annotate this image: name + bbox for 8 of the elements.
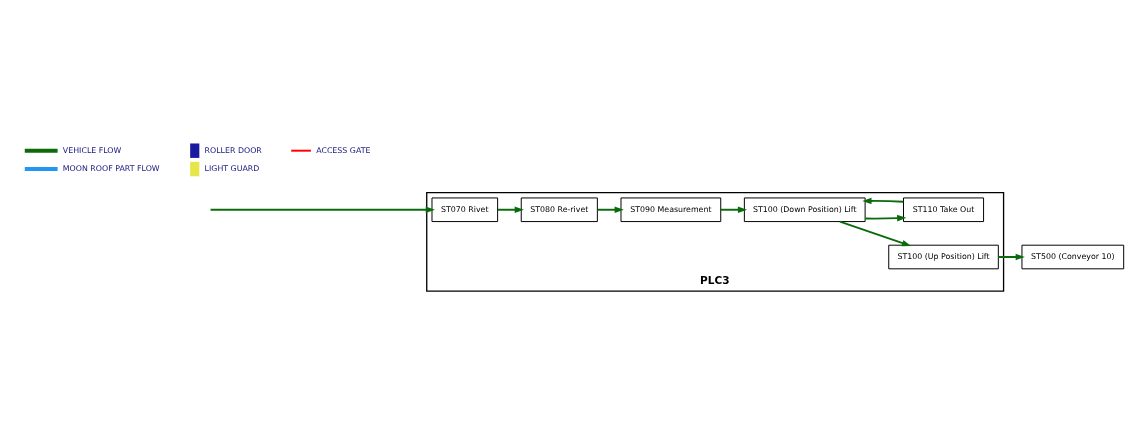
arrow [864, 214, 907, 222]
arrow [719, 206, 748, 213]
arrow [209, 206, 435, 213]
arrow [862, 197, 905, 205]
arrow [997, 253, 1025, 261]
arrow [596, 206, 624, 213]
arrow [496, 206, 524, 213]
arrow [838, 220, 912, 247]
